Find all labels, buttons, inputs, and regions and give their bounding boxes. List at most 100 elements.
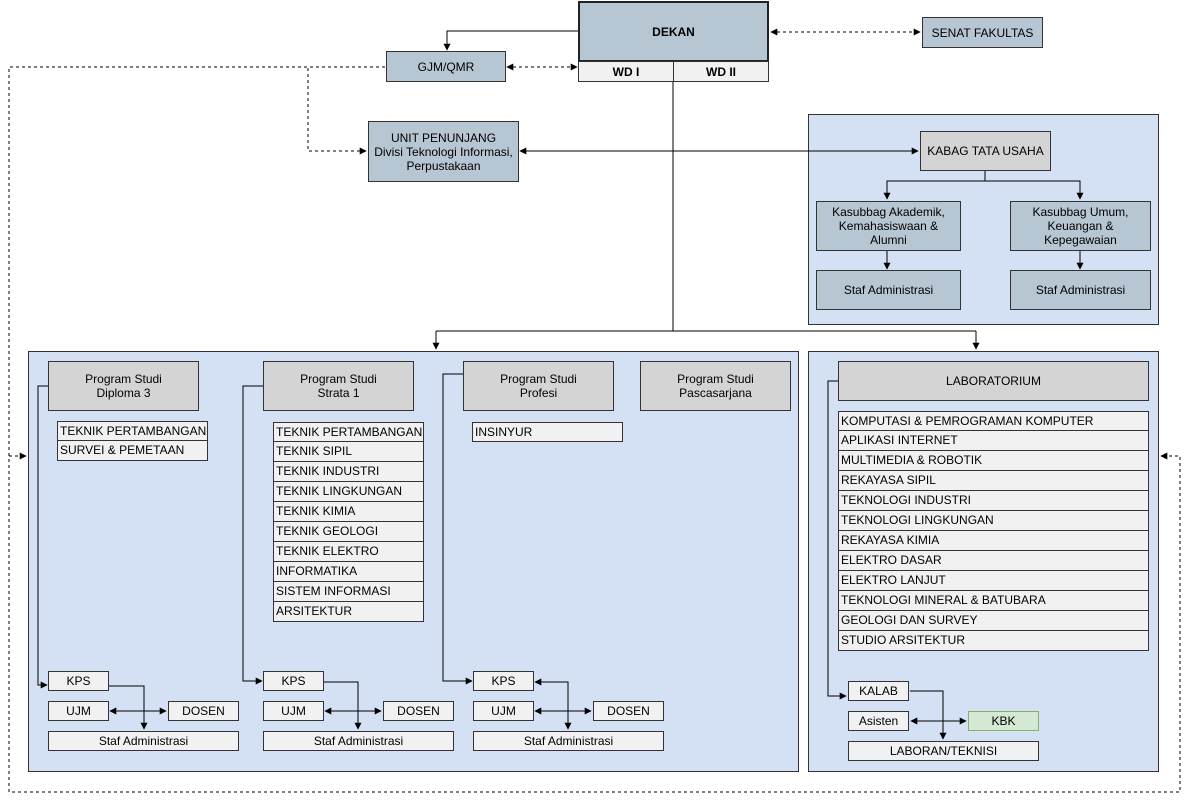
list-item: TEKNOLOGI INDUSTRI (838, 491, 1149, 511)
unit-penunjang-line-2: Divisi Teknologi Informasi, (374, 144, 513, 159)
list-item: TEKNIK ELEKTRO (273, 542, 424, 562)
prodi-s1-line-2: Strata 1 (317, 386, 360, 400)
dekan-label: DEKAN (652, 24, 695, 39)
list-item: TEKNOLOGI MINERAL & BATUBARA (838, 591, 1149, 611)
list-item: TEKNIK LINGKUNGAN (273, 482, 424, 502)
staf-right-label: Staf Administrasi (1035, 283, 1126, 297)
prodi-profesi-line-1: Program Studi (500, 372, 577, 386)
asisten-label: Asisten (858, 714, 899, 728)
list-item: SURVEI & PEMETAAN (57, 441, 208, 461)
staf-administrasi-akademik-box: Staf Administrasi (816, 270, 961, 310)
list-item: TEKNIK PERTAMBANGAN (57, 421, 208, 441)
d3-ujm-label: UJM (66, 704, 91, 718)
unit-penunjang-line-1: UNIT PENUNJANG (390, 130, 497, 145)
kasubbag-umum-line-2: Keuangan & (1047, 219, 1114, 233)
list-item: SISTEM INFORMASI (273, 582, 424, 602)
s1-program-list: TEKNIK PERTAMBANGAN TEKNIK SIPIL TEKNIK … (273, 422, 424, 622)
list-item: APLIKASI INTERNET (838, 431, 1149, 451)
prodi-d3-line-1: Program Studi (85, 372, 162, 386)
wd1-box: WD I (578, 61, 674, 82)
list-item: KOMPUTASI & PEMROGRAMAN KOMPUTER (838, 411, 1149, 431)
kalab-box: KALAB (848, 681, 909, 701)
prodi-s1-box: Program Studi Strata 1 (263, 361, 414, 411)
kasubbag-umum-box: Kasubbag Umum, Keuangan & Kepegawaian (1010, 201, 1151, 251)
list-item: TEKNIK PERTAMBANGAN (273, 422, 424, 442)
list-item: TEKNIK INDUSTRI (273, 462, 424, 482)
senat-fakultas-box: SENAT FAKULTAS (922, 17, 1043, 48)
list-item: TEKNIK GEOLOGI (273, 522, 424, 542)
d3-dosen-label: DOSEN (182, 704, 225, 718)
wd2-box: WD II (673, 61, 769, 82)
profesi-program-list: INSINYUR (472, 422, 623, 442)
prodi-s1-line-1: Program Studi (300, 372, 377, 386)
s1-ujm-label: UJM (281, 704, 306, 718)
s1-staf-label: Staf Administrasi (313, 734, 404, 748)
prodi-pasca-line-2: Pascasarjana (679, 386, 752, 400)
kasubbag-umum-line-1: Kasubbag Umum, (1032, 205, 1129, 219)
unit-penunjang-line-3: Perpustakaan (406, 158, 481, 173)
list-item: INSINYUR (472, 422, 623, 442)
kasubbag-akademik-line-3: Alumni (870, 233, 907, 247)
asisten-box: Asisten (848, 711, 909, 731)
staf-administrasi-umum-box: Staf Administrasi (1010, 270, 1151, 310)
list-item: TEKNIK SIPIL (273, 442, 424, 462)
profesi-ujm-label: UJM (491, 704, 516, 718)
d3-staf-box: Staf Administrasi (48, 731, 239, 751)
list-item: STUDIO ARSITEKTUR (838, 631, 1149, 651)
profesi-staf-label: Staf Administrasi (523, 734, 614, 748)
dekan-box: DEKAN (578, 1, 769, 62)
kasubbag-akademik-box: Kasubbag Akademik, Kemahasiswaan & Alumn… (816, 201, 961, 251)
laboran-label: LABORAN/TEKNISI (889, 744, 998, 758)
prodi-profesi-line-2: Profesi (519, 386, 558, 400)
d3-dosen-box: DOSEN (168, 701, 239, 721)
s1-kps-box: KPS (263, 671, 324, 691)
s1-kps-label: KPS (281, 674, 306, 688)
prodi-d3-line-2: Diploma 3 (96, 386, 151, 400)
gjm-qmr-box: GJM/QMR (386, 51, 506, 82)
prodi-pasca-box: Program Studi Pascasarjana (640, 361, 791, 411)
profesi-ujm-box: UJM (473, 701, 534, 721)
d3-ujm-box: UJM (48, 701, 109, 721)
kasubbag-umum-line-3: Kepegawaian (1044, 233, 1117, 247)
list-item: ARSITEKTUR (273, 602, 424, 622)
prodi-profesi-box: Program Studi Profesi (463, 361, 614, 411)
unit-penunjang-box: UNIT PENUNJANG Divisi Teknologi Informas… (368, 121, 519, 182)
d3-staf-label: Staf Administrasi (98, 734, 189, 748)
d3-kps-label: KPS (66, 674, 91, 688)
d3-program-list: TEKNIK PERTAMBANGAN SURVEI & PEMETAAN (57, 421, 208, 461)
prodi-d3-box: Program Studi Diploma 3 (48, 361, 199, 411)
wd1-label: WD I (612, 64, 640, 79)
kalab-label: KALAB (859, 684, 898, 698)
list-item: GEOLOGI DAN SURVEY (838, 611, 1149, 631)
list-item: INFORMATIKA (273, 562, 424, 582)
kasubbag-akademik-line-2: Kemahasiswaan & (838, 219, 939, 233)
s1-staf-box: Staf Administrasi (263, 731, 454, 751)
list-item: REKAYASA KIMIA (838, 531, 1149, 551)
wd2-label: WD II (706, 64, 736, 79)
gjm-label: GJM/QMR (417, 59, 475, 74)
list-item: TEKNOLOGI LINGKUNGAN (838, 511, 1149, 531)
profesi-dosen-box: DOSEN (593, 701, 664, 721)
profesi-kps-label: KPS (491, 674, 516, 688)
staf-left-label: Staf Administrasi (843, 283, 934, 297)
list-item: ELEKTRO LANJUT (838, 571, 1149, 591)
s1-dosen-box: DOSEN (383, 701, 454, 721)
d3-kps-box: KPS (48, 671, 109, 691)
laboran-teknisi-box: LABORAN/TEKNISI (848, 741, 1039, 761)
laboratorium-list: KOMPUTASI & PEMROGRAMAN KOMPUTER APLIKAS… (838, 411, 1149, 651)
kabag-tata-usaha-box: KABAG TATA USAHA (920, 131, 1051, 171)
profesi-dosen-label: DOSEN (607, 704, 650, 718)
list-item: ELEKTRO DASAR (838, 551, 1149, 571)
laboratorium-header-box: LABORATORIUM (838, 361, 1149, 401)
laboratorium-title: LABORATORIUM (946, 374, 1041, 388)
s1-dosen-label: DOSEN (397, 704, 440, 718)
prodi-pasca-line-1: Program Studi (677, 372, 754, 386)
profesi-staf-box: Staf Administrasi (473, 731, 664, 751)
senat-label: SENAT FAKULTAS (931, 25, 1034, 40)
s1-ujm-box: UJM (263, 701, 324, 721)
list-item: REKAYASA SIPIL (838, 471, 1149, 491)
profesi-kps-box: KPS (473, 671, 534, 691)
list-item: MULTIMEDIA & ROBOTIK (838, 451, 1149, 471)
kbk-label: KBK (991, 714, 1016, 728)
